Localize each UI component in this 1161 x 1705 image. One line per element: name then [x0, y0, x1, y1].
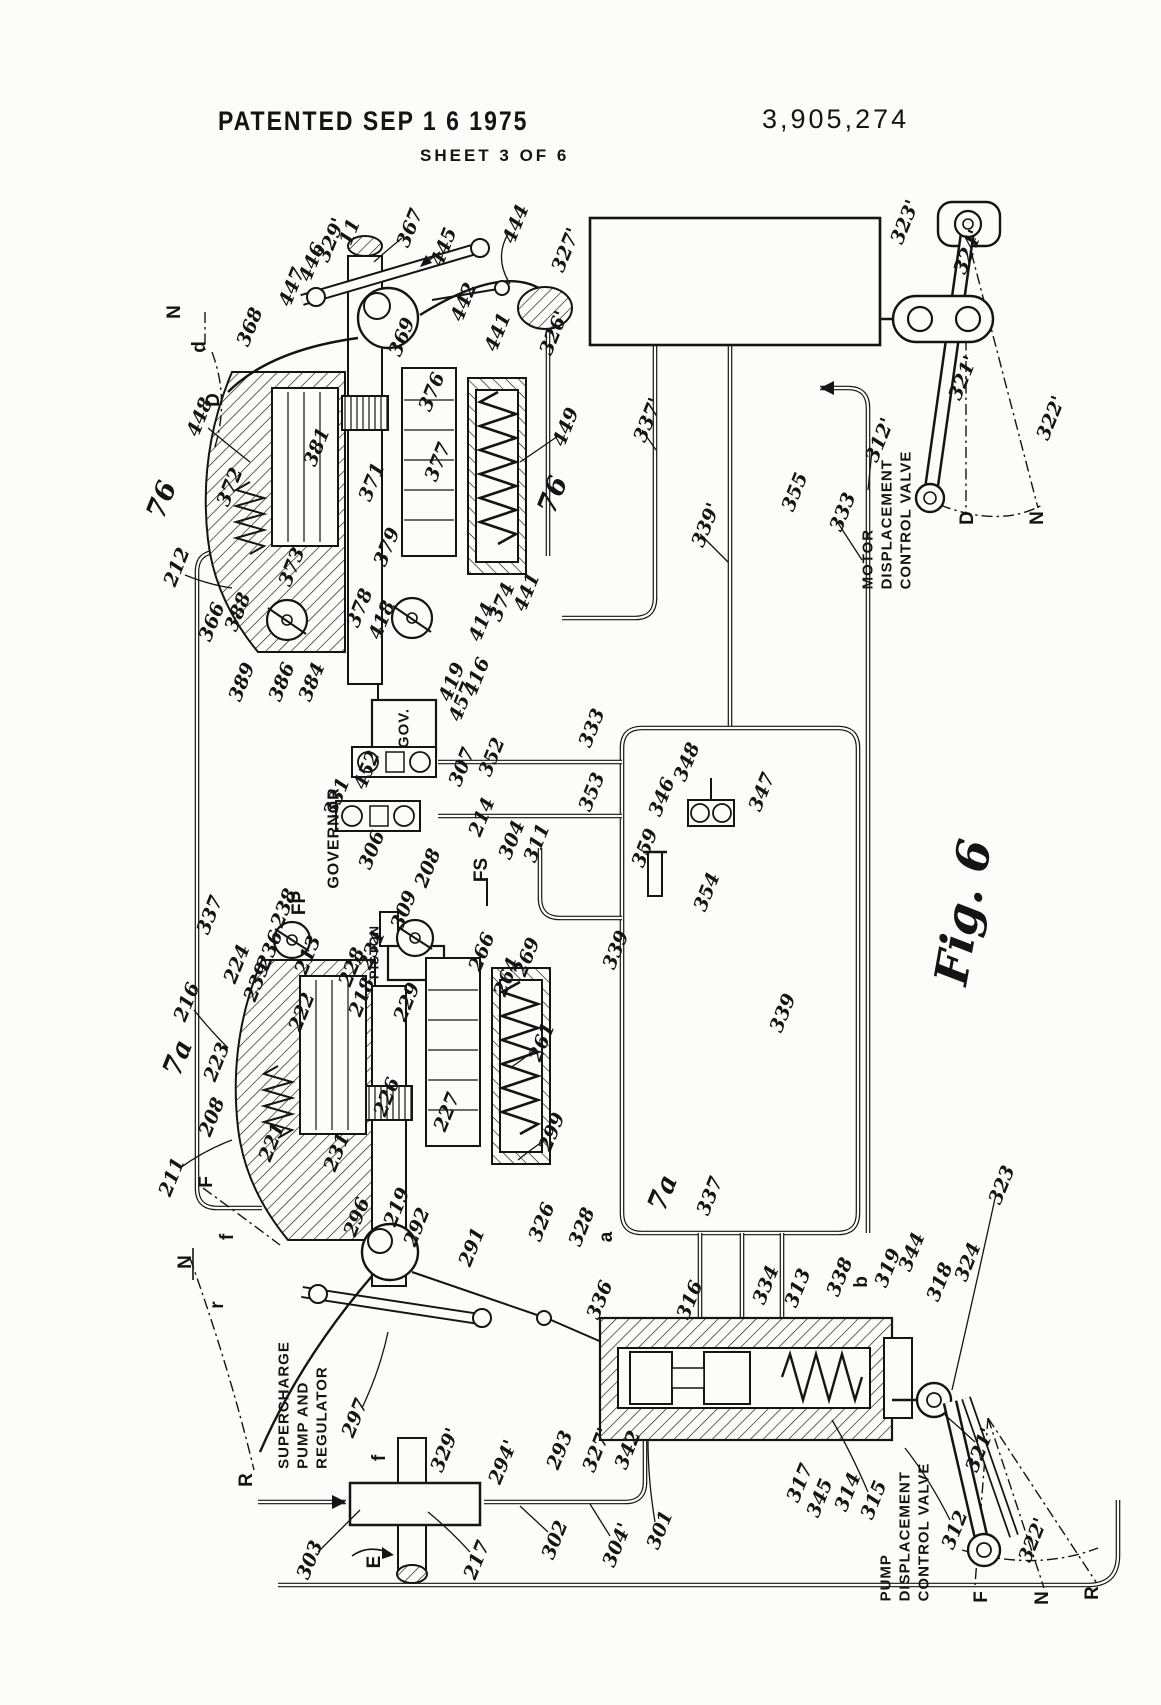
ref-label-f: f — [217, 1234, 239, 1240]
supercharge-label: SUPERCHARGE PUMP AND REGULATOR — [275, 1341, 332, 1469]
ref-label-R: R — [1082, 1586, 1104, 1600]
ref-label-a: a — [596, 1232, 618, 1243]
ref-label-f: f — [369, 1455, 391, 1461]
ref-label-N: N — [1032, 1591, 1054, 1605]
ref-label-r: r — [207, 1301, 229, 1308]
ref-label-F: F — [971, 1591, 993, 1603]
ref-label-FS: FS — [471, 858, 493, 882]
motor-valve-box — [590, 218, 880, 345]
gov-box-label: GOV. — [395, 708, 414, 748]
ref-label-F: F — [196, 1176, 218, 1188]
ref-label-D: D — [203, 393, 225, 407]
pump-valve — [600, 1318, 951, 1440]
ref-label-N: N — [175, 1255, 197, 1269]
ref-label-N: N — [164, 305, 186, 319]
ref-label-N: N — [1027, 511, 1049, 525]
ref-label-FP: FP — [289, 891, 311, 915]
ref-label-d: d — [189, 341, 211, 353]
motor-valve-label: MOTOR DISPLACEMENT CONTROL VALVE — [859, 451, 916, 590]
ref-label-D: D — [957, 511, 979, 525]
ref-label-E: E — [364, 1556, 386, 1569]
ref-label-b: b — [851, 1276, 873, 1288]
ref-label-R: R — [236, 1473, 258, 1487]
